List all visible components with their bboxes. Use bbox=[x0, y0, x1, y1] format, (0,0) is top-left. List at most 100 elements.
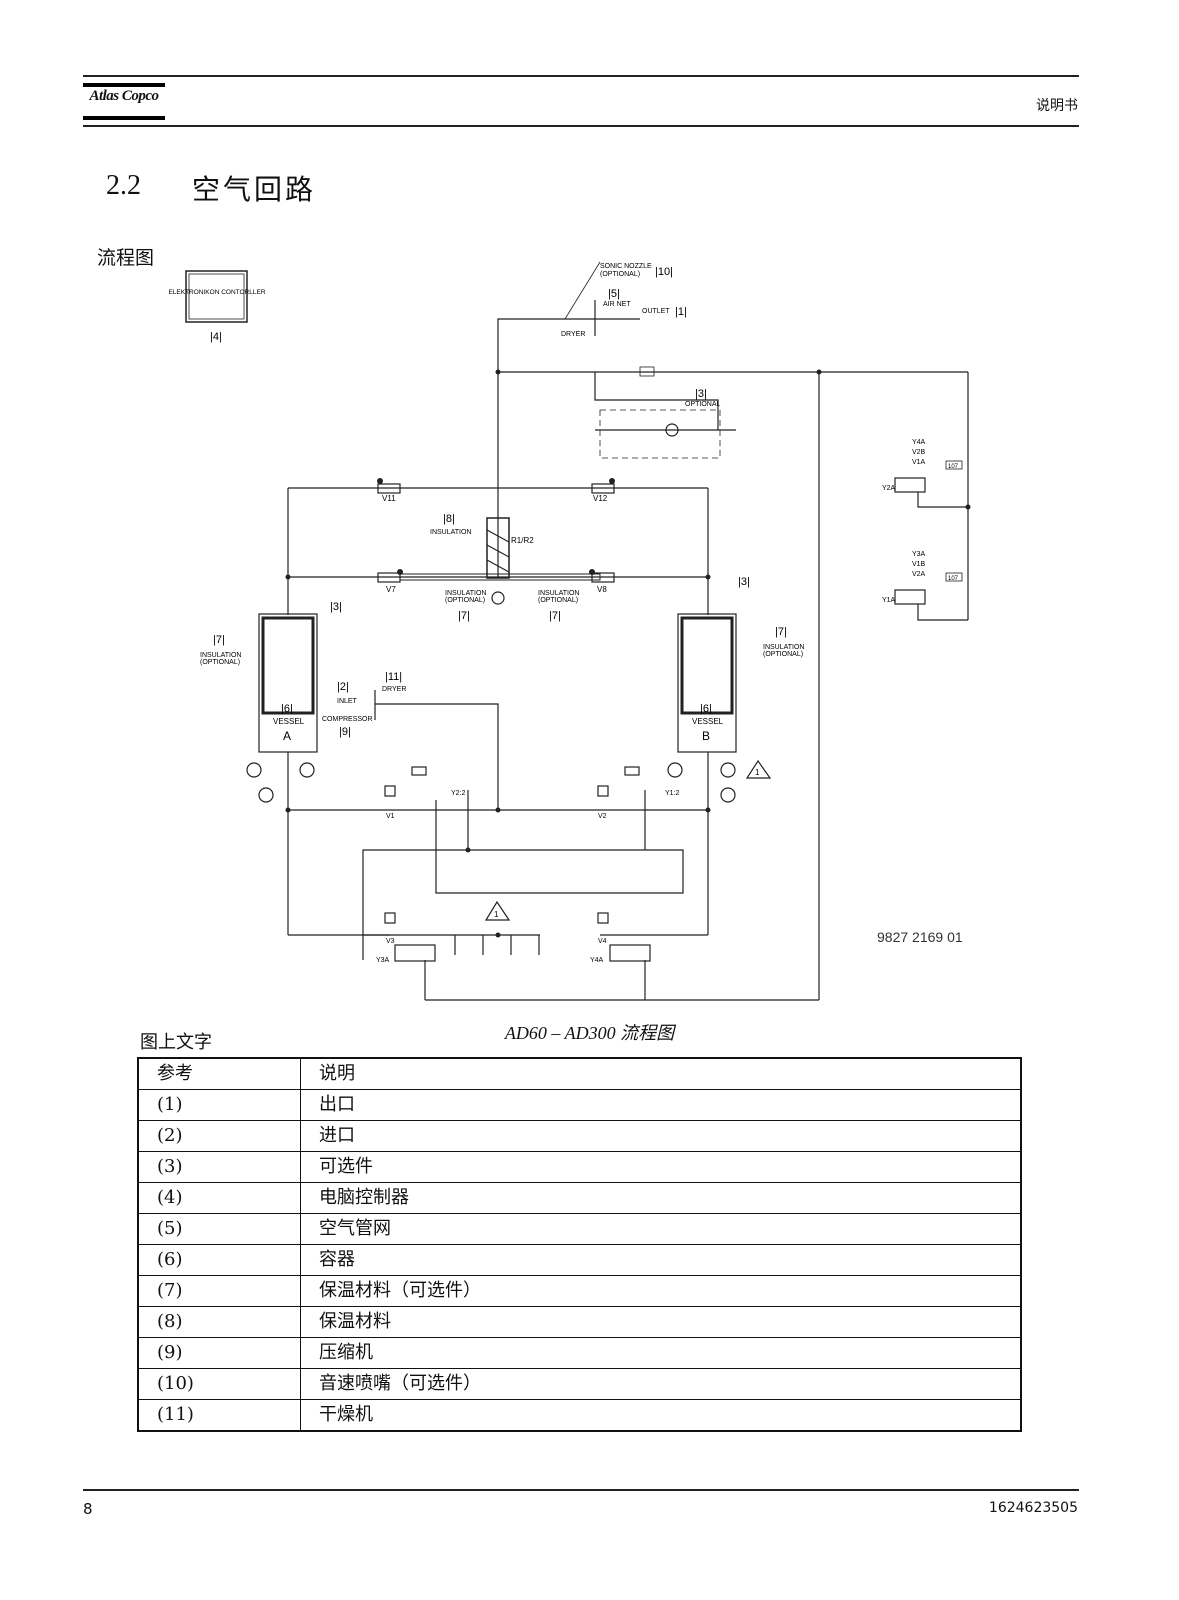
valve-y22: Y2:2 bbox=[451, 790, 466, 797]
valve-y2a: Y2A bbox=[882, 485, 896, 492]
valve-y1a: Y1A bbox=[882, 597, 896, 604]
insulation-optional-vessel-a: (OPTIONAL) bbox=[200, 659, 240, 666]
insulation-label-left: INSULATION bbox=[445, 590, 487, 597]
solenoid-group-1-line-1: Y4A bbox=[912, 439, 926, 446]
row-desc: 压缩机 bbox=[300, 1337, 1022, 1369]
ref-3-top: |3| bbox=[695, 388, 707, 400]
legend-table: 参考 说明 (1)出口 (2)进口 (3)可选件 (4)电脑控制器 (5)空气管… bbox=[137, 1057, 1022, 1432]
solenoid-group-1-tag: 107 bbox=[948, 464, 959, 470]
row-ref: (10) bbox=[137, 1368, 301, 1400]
ref-7-mid-left: |7| bbox=[458, 610, 470, 622]
drawing-number: 9827 2169 01 bbox=[877, 929, 963, 945]
table-row: (4)电脑控制器 bbox=[137, 1182, 1022, 1214]
optional-label-top: OPTIONAL bbox=[685, 401, 721, 408]
table-row: (8)保温材料 bbox=[137, 1306, 1022, 1338]
compressor-label: COMPRESSOR bbox=[322, 716, 373, 723]
valve-y12: Y1:2 bbox=[665, 790, 680, 797]
table-row: (1)出口 bbox=[137, 1089, 1022, 1121]
ref-2: |2| bbox=[337, 681, 349, 693]
row-ref: (5) bbox=[137, 1213, 301, 1245]
page-number: 8 bbox=[83, 1500, 93, 1518]
vessel-b-label: VESSEL bbox=[692, 717, 724, 726]
valve-v2: V2 bbox=[598, 813, 607, 820]
subheading: 流程图 bbox=[97, 247, 155, 269]
header-ref: 参考 bbox=[137, 1057, 301, 1090]
ref-4: |4| bbox=[210, 331, 222, 343]
doc-type-label: 说明书 bbox=[1036, 98, 1078, 114]
table-row: (6)容器 bbox=[137, 1244, 1022, 1276]
footer-rule bbox=[83, 1489, 1079, 1491]
solenoid-group-1-line-3: V1A bbox=[912, 459, 926, 466]
row-desc: 容器 bbox=[300, 1244, 1022, 1276]
row-desc: 干燥机 bbox=[300, 1399, 1022, 1432]
table-row: (11)干燥机 bbox=[137, 1399, 1022, 1432]
table-row: (3)可选件 bbox=[137, 1151, 1022, 1183]
valve-v8: V8 bbox=[597, 585, 607, 594]
inlet-label: INLET bbox=[337, 698, 358, 705]
air-net-label: AIR NET bbox=[603, 301, 631, 308]
valve-v3: V3 bbox=[386, 938, 395, 945]
dryer-label-inlet: DRYER bbox=[382, 686, 406, 693]
ref-7-left: |7| bbox=[213, 634, 225, 646]
ref-5: |5| bbox=[608, 288, 620, 300]
valve-v4: V4 bbox=[598, 938, 607, 945]
table-row: (5)空气管网 bbox=[137, 1213, 1022, 1245]
ref-11: |11| bbox=[385, 671, 402, 683]
ref-1: |1| bbox=[675, 306, 687, 318]
insulation-optional-right: (OPTIONAL) bbox=[538, 597, 578, 604]
ref-7-right: |7| bbox=[775, 626, 787, 638]
doc-number: 1624623505 bbox=[988, 1500, 1078, 1516]
valve-v7: V7 bbox=[386, 585, 396, 594]
row-ref: (11) bbox=[137, 1399, 301, 1432]
row-desc: 空气管网 bbox=[300, 1213, 1022, 1245]
row-desc: 进口 bbox=[300, 1120, 1022, 1152]
row-ref: (4) bbox=[137, 1182, 301, 1214]
insulation-optional-vessel-b: (OPTIONAL) bbox=[763, 651, 803, 658]
heater-label: R1/R2 bbox=[511, 536, 534, 545]
solenoid-group-1-line-2: V2B bbox=[912, 449, 926, 456]
row-desc: 音速喷嘴（可选件） bbox=[300, 1368, 1022, 1400]
table-header-row: 参考 说明 bbox=[137, 1057, 1022, 1090]
table-row: (7)保温材料（可选件） bbox=[137, 1275, 1022, 1307]
ref-7-mid-right: |7| bbox=[549, 610, 561, 622]
section-title: 空气回路 bbox=[192, 173, 317, 206]
flow-diagram: ELEKTRONIKON CONTORLLER |4| SONIC NOZZLE… bbox=[168, 261, 971, 1001]
vessel-a-label: VESSEL bbox=[273, 717, 305, 726]
row-ref: (1) bbox=[137, 1089, 301, 1121]
vessel-a-letter: A bbox=[283, 729, 291, 743]
valve-v1: V1 bbox=[386, 813, 395, 820]
ref-3-right: |3| bbox=[738, 576, 750, 588]
row-desc: 可选件 bbox=[300, 1151, 1022, 1183]
valve-v12: V12 bbox=[593, 494, 608, 503]
sonic-nozzle-optional: (OPTIONAL) bbox=[600, 271, 640, 278]
row-ref: (7) bbox=[137, 1275, 301, 1307]
row-desc: 出口 bbox=[300, 1089, 1022, 1121]
insulation-label-heater: INSULATION bbox=[430, 529, 472, 536]
ref-3-left: |3| bbox=[330, 601, 342, 613]
ref-10: |10| bbox=[655, 266, 673, 278]
ref-8: |8| bbox=[443, 513, 455, 525]
valve-y3a: Y3A bbox=[376, 957, 390, 964]
warning-number-center: 1 bbox=[494, 910, 499, 919]
table-row: (10)音速喷嘴（可选件） bbox=[137, 1368, 1022, 1400]
row-ref: (2) bbox=[137, 1120, 301, 1152]
header-rule-bottom bbox=[83, 125, 1079, 127]
valve-v11: V11 bbox=[382, 494, 396, 503]
row-ref: (8) bbox=[137, 1306, 301, 1338]
ref-9: |9| bbox=[339, 726, 351, 738]
section-number: 2.2 bbox=[106, 170, 141, 201]
warning-number-right: 1 bbox=[755, 768, 760, 777]
outlet-label: OUTLET bbox=[642, 308, 670, 315]
solenoid-group-2-tag: 107 bbox=[948, 576, 959, 582]
ref-6-a: |6| bbox=[281, 703, 293, 715]
row-ref: (6) bbox=[137, 1244, 301, 1276]
diagram-caption: AD60 – AD300 流程图 bbox=[504, 1023, 675, 1043]
solenoid-group-2-line-3: V2A bbox=[912, 571, 926, 578]
sonic-nozzle-label: SONIC NOZZLE bbox=[600, 263, 652, 270]
table-row: (2)进口 bbox=[137, 1120, 1022, 1152]
insulation-label-vessel-a: INSULATION bbox=[200, 652, 242, 659]
solenoid-group-2-line-1: Y3A bbox=[912, 551, 926, 558]
brand-logo: Atlas Copco bbox=[83, 79, 165, 124]
vessel-b-letter: B bbox=[702, 729, 710, 743]
row-desc: 保温材料（可选件） bbox=[300, 1275, 1022, 1307]
